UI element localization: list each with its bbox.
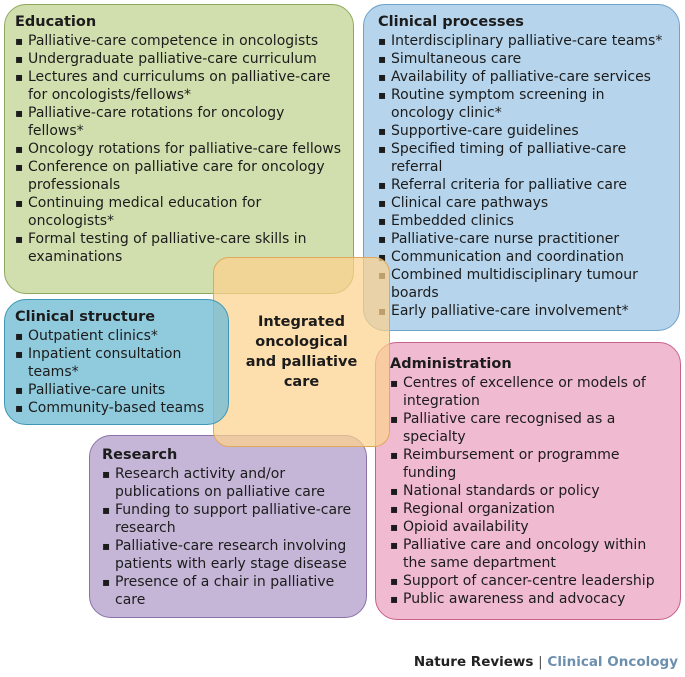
list-item: Communication and coordination: [378, 248, 669, 266]
footer-separator: |: [538, 654, 543, 670]
research-box: Research Research activity and/or public…: [89, 435, 367, 618]
list-item: Routine symptom screening in oncology cl…: [378, 86, 669, 122]
list-item: Funding to support palliative-care resea…: [102, 501, 358, 537]
list-item: Oncology rotations for palliative-care f…: [15, 140, 343, 158]
clinical-structure-title: Clinical structure: [15, 309, 156, 325]
center-box: [213, 257, 390, 447]
center-label: Integrated oncological and palliative ca…: [245, 314, 358, 390]
list-item: Supportive-care guidelines: [378, 122, 669, 140]
clinical-structure-list: Outpatient clinics*Inpatient consultatio…: [15, 327, 218, 417]
list-item: Palliative care recognised as a specialt…: [390, 410, 672, 446]
list-item: Availability of palliative-care services: [378, 68, 669, 86]
list-item: Interdisciplinary palliative-care teams*: [378, 32, 669, 50]
list-item: Formal testing of palliative-care skills…: [15, 230, 343, 266]
list-item: Conference on palliative care for oncolo…: [15, 158, 343, 194]
administration-list: Centres of excellence or models of integ…: [390, 374, 672, 608]
list-item: Specified timing of palliative-care refe…: [378, 140, 669, 176]
clinical-processes-title: Clinical processes: [378, 14, 524, 30]
research-title: Research: [102, 447, 178, 463]
list-item: Centres of excellence or models of integ…: [390, 374, 672, 410]
list-item: Regional organization: [390, 500, 672, 518]
list-item: Palliative-care competence in oncologist…: [15, 32, 343, 50]
list-item: Public awareness and advocacy: [390, 590, 672, 608]
list-item: Palliative care and oncology within the …: [390, 536, 672, 572]
list-item: Referral criteria for palliative care: [378, 176, 669, 194]
list-item: Inpatient consultation teams*: [15, 345, 218, 381]
list-item: Palliative-care rotations for oncology f…: [15, 104, 343, 140]
administration-box: Administration Centres of excellence or …: [375, 342, 681, 620]
list-item: Palliative-care nurse practitioner: [378, 230, 669, 248]
list-item: National standards or policy: [390, 482, 672, 500]
research-list: Research activity and/or publications on…: [102, 465, 358, 609]
list-item: Reimbursement or programme funding: [390, 446, 672, 482]
list-item: Combined multidisciplinary tumour boards: [378, 266, 669, 302]
list-item: Lectures and curriculums on palliative-c…: [15, 68, 343, 104]
list-item: Palliative-care units: [15, 381, 218, 399]
education-box: Education Palliative-care competence in …: [4, 4, 354, 294]
list-item: Early palliative-care involvement*: [378, 302, 669, 320]
list-item: Embedded clinics: [378, 212, 669, 230]
footer-credit: Nature Reviews | Clinical Oncology: [414, 654, 678, 670]
footer-journal: Clinical Oncology: [547, 654, 678, 670]
administration-title: Administration: [390, 356, 512, 372]
list-item: Support of cancer-centre leadership: [390, 572, 672, 590]
education-title: Education: [15, 14, 97, 30]
list-item: Outpatient clinics*: [15, 327, 218, 345]
list-item: Simultaneous care: [378, 50, 669, 68]
footer-brand: Nature Reviews: [413, 654, 534, 670]
list-item: Opioid availability: [390, 518, 672, 536]
education-list: Palliative-care competence in oncologist…: [15, 32, 343, 266]
list-item: Undergraduate palliative-care curriculum: [15, 50, 343, 68]
list-item: Palliative-care research involving patie…: [102, 537, 358, 573]
clinical-structure-box: Clinical structure Outpatient clinics*In…: [4, 299, 229, 425]
list-item: Community-based teams: [15, 399, 218, 417]
clinical-processes-list: Interdisciplinary palliative-care teams*…: [378, 32, 669, 320]
list-item: Presence of a chair in palliative care: [102, 573, 358, 609]
list-item: Clinical care pathways: [378, 194, 669, 212]
list-item: Research activity and/or publications on…: [102, 465, 358, 501]
list-item: Continuing medical education for oncolog…: [15, 194, 343, 230]
clinical-processes-box: Clinical processes Interdisciplinary pal…: [363, 4, 680, 331]
